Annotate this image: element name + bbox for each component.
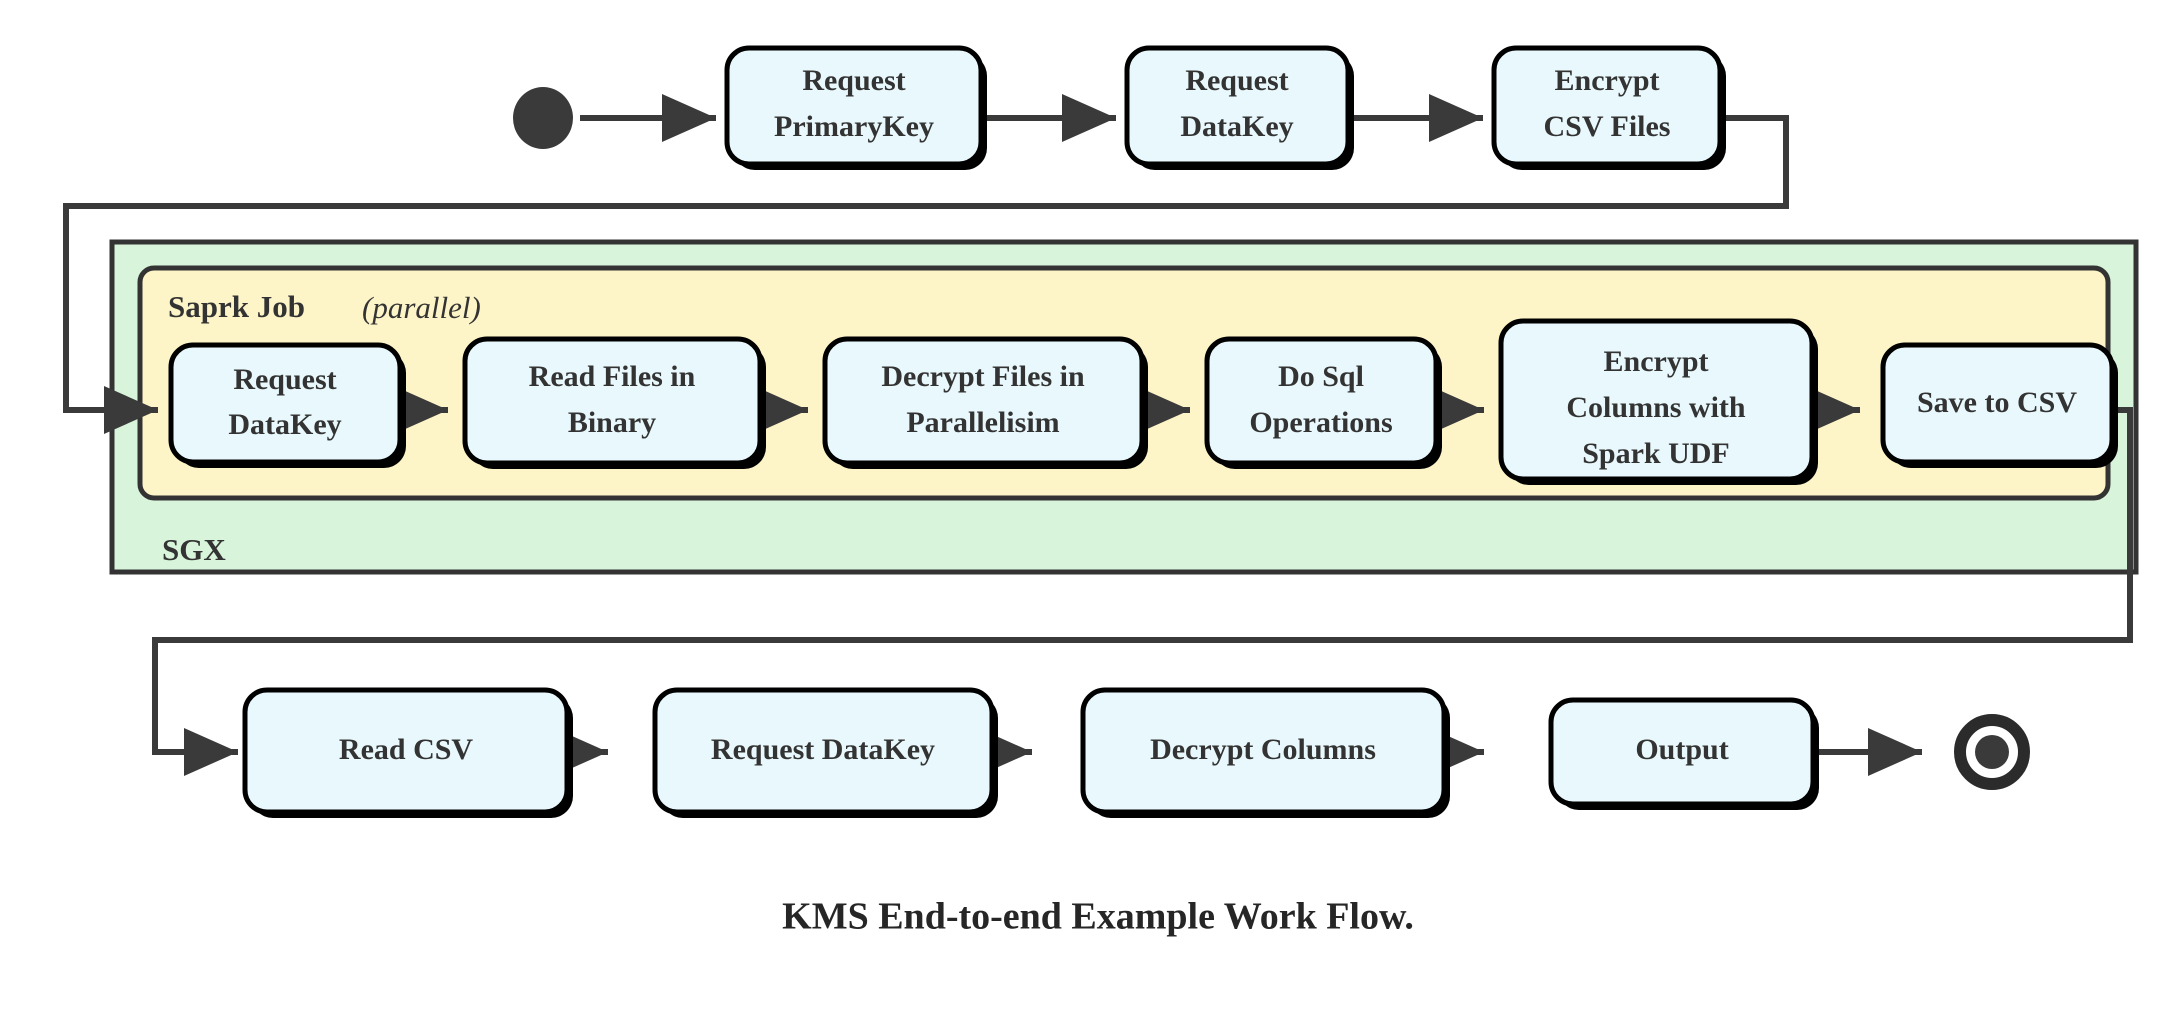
node-label-line: Request [1185,64,1288,97]
node-label-line: Output [1635,733,1728,766]
node-output[interactable]: Output [1548,697,1819,810]
start-node [513,87,573,149]
node-read-files-in-binary[interactable]: Read Files in Binary [462,336,766,469]
node-encrypt-columns-with-spark-udf[interactable]: Encrypt Columns with Spark UDF [1498,318,1818,485]
edge-save-to-csv-to-read-csv-loop [152,407,2133,776]
node-label-line: Parallelisim [906,406,1059,439]
node-label-line: Encrypt [1604,345,1709,378]
container-spark-job-modifier: (parallel) [362,290,481,325]
node-read-csv[interactable]: Read CSV [242,687,573,818]
node-label-line: Read CSV [339,733,474,766]
node-label-line: Operations [1249,406,1392,439]
end-node [1954,714,2030,790]
node-request-primarykey[interactable]: Request PrimaryKey [724,45,987,170]
node-label-line: Binary [568,406,656,439]
node-encrypt-csv-files[interactable]: Encrypt CSV Files [1491,45,1726,170]
node-label-line: Encrypt [1555,64,1660,97]
node-decrypt-files-in-parallelisim[interactable]: Decrypt Files in Parallelisim [822,336,1148,469]
node-label-line: PrimaryKey [774,110,934,143]
container-spark-job-label: Saprk Job [168,289,305,324]
node-label-line: Request [802,64,905,97]
node-label-line: Decrypt Columns [1150,733,1376,766]
node-label-line: Request [233,363,336,396]
node-request-datakey-spark[interactable]: Request DataKey [168,342,406,468]
node-label-line: Save to CSV [1917,386,2077,419]
node-label-line: Columns with [1566,391,1746,424]
node-label-line: CSV Files [1544,110,1671,143]
node-decrypt-columns[interactable]: Decrypt Columns [1080,687,1450,818]
node-label-line: Do Sql [1278,360,1364,393]
node-request-datakey-bottom[interactable]: Request DataKey [652,687,998,818]
edge-encrypt-csv-to-request-datakey-loop [63,115,1789,434]
node-label-line: DataKey [1180,110,1293,143]
node-save-to-csv[interactable]: Save to CSV [1880,342,2118,468]
node-label-line: Decrypt Files in [881,360,1085,393]
node-label-line: Spark UDF [1582,437,1730,470]
node-label-line: Read Files in [529,360,696,393]
node-request-datakey-top[interactable]: Request DataKey [1124,45,1354,170]
container-sgx-label: SGX [162,532,226,567]
node-label-line: DataKey [228,408,341,441]
node-do-sql-operations[interactable]: Do Sql Operations [1204,336,1442,469]
diagram-caption: KMS End-to-end Example Work Flow. [782,896,1414,938]
node-label-line: Request DataKey [711,733,935,766]
